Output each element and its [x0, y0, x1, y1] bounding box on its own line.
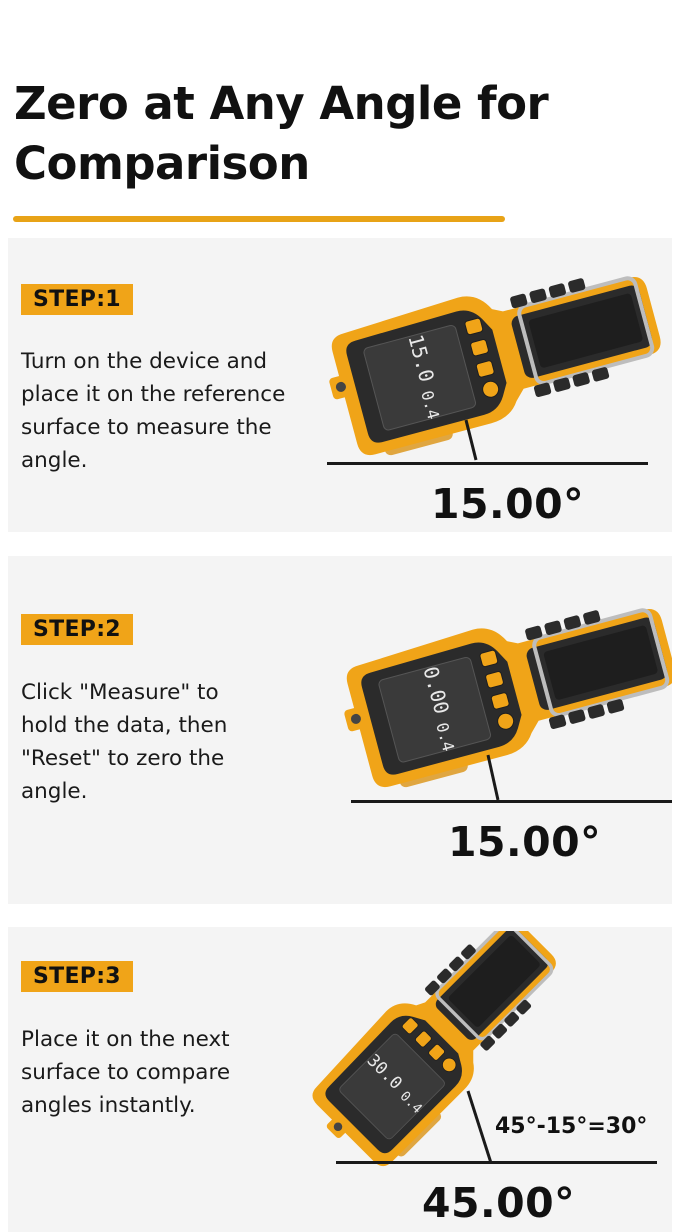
- step-3-badge: STEP:3: [21, 961, 133, 992]
- page-title: Zero at Any Angle for Comparison: [14, 77, 549, 190]
- step-2-surface-line: [351, 800, 672, 803]
- step-1-surface-line: [327, 462, 648, 465]
- step-2-device-illustration: 0.00 0.4: [318, 590, 672, 806]
- step-1-description: Turn on the device and place it on the r…: [21, 349, 286, 473]
- title-underline: [13, 216, 505, 222]
- step-2-angle-reading: 15.00°: [448, 818, 602, 866]
- step-2-badge: STEP:2: [21, 614, 133, 645]
- step-3-device-illustration: 30.0 0.4: [308, 927, 568, 1167]
- step-1-card: STEP:1 Turn on the device and place it o…: [8, 238, 672, 532]
- step-1-badge: STEP:1: [21, 284, 133, 315]
- step-3-card: STEP:3 Place it on the next surface to c…: [8, 927, 672, 1232]
- step-3-description: Place it on the next surface to compare …: [21, 1027, 231, 1118]
- step-3-angle-formula: 45°-15°=30°: [495, 1114, 648, 1139]
- step-2-description: Click "Measure" to hold the data, then "…: [21, 680, 228, 804]
- step-1-angle-reading: 15.00°: [431, 480, 585, 528]
- step-3-surface-line: [336, 1161, 657, 1164]
- step-1-device-illustration: 15.0 0.4: [298, 258, 668, 468]
- step-2-card: STEP:2 Click "Measure" to hold the data,…: [8, 556, 672, 904]
- step-3-angle-reading: 45.00°: [422, 1179, 576, 1227]
